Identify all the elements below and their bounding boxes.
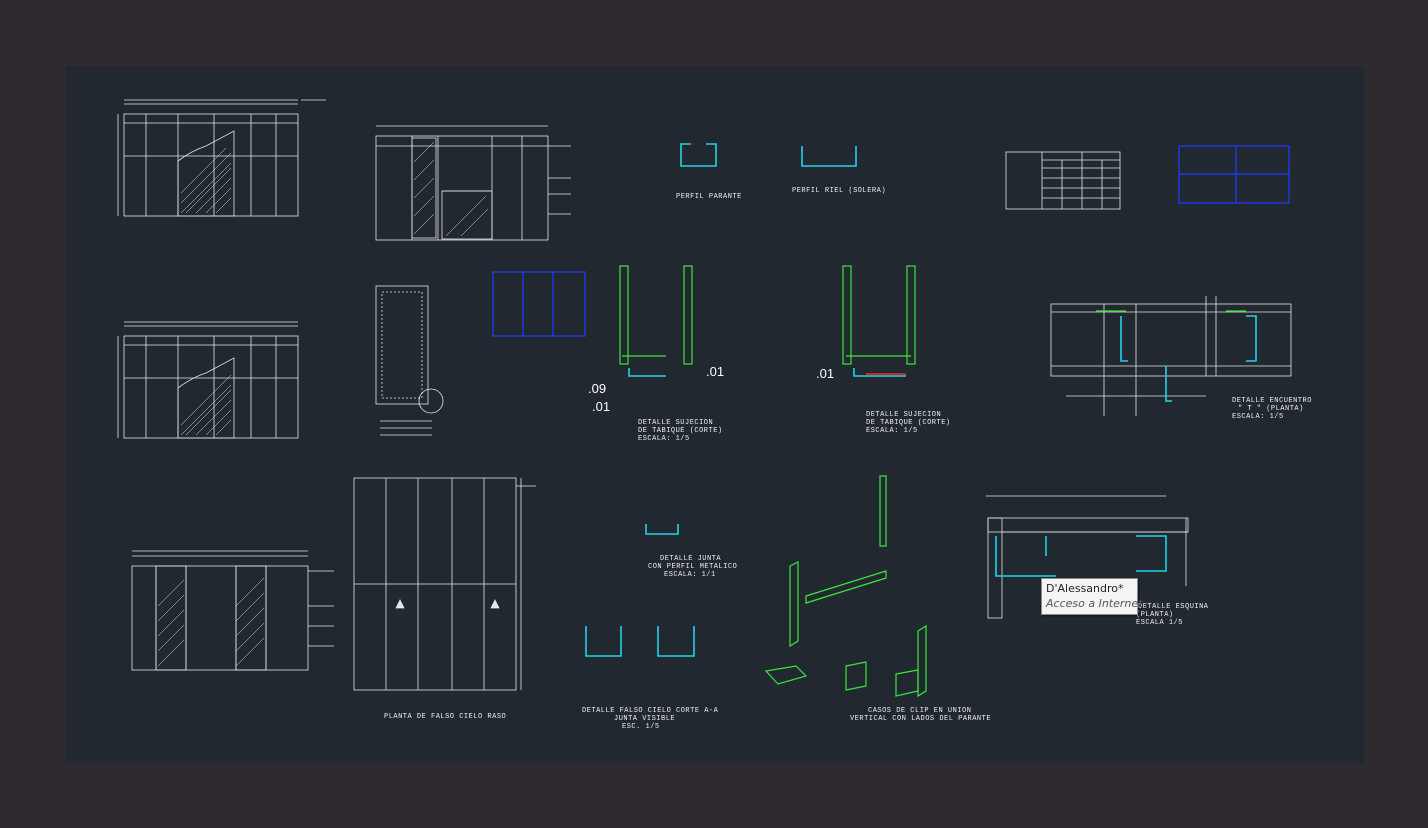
dim-01b: .01 [706,364,724,379]
perfil-riel-label: PERFIL RIEL (SOLERA) [792,187,886,195]
blue-elements [492,145,1290,337]
encuentro-title-1: DETALLE ENCUENTRO [1232,397,1312,405]
junta-title-3: ESCALA: 1/1 [664,571,716,579]
clip-title-2: VERTICAL CON LADOS DEL PARANTE [850,715,991,723]
esquina-title-3: ESCALA 1/5 [1136,619,1183,627]
encuentro-title-2: " T " (PLANTA) [1238,405,1304,413]
dim-01c: .01 [816,366,834,381]
dim-01a: .01 [592,399,610,414]
corner-plan [986,495,1189,619]
esquina-title-2: (PLANTA) [1136,611,1174,619]
spec-table [1005,151,1121,210]
ceiling-plan [353,477,536,691]
dim-09: .09 [588,381,606,396]
sujecion-b-title-3: ESCALA: 1/5 [866,427,918,435]
tooltip-subtitle: Acceso a Internet [1046,597,1143,610]
elevation-1 [117,99,326,217]
cad-model-space[interactable]: PERFIL PARANTE PERFIL RIEL (SOLERA) DETA… [66,66,1364,763]
sujecion-a-title-1: DETALLE SUJECION [638,419,713,427]
tooltip-name: D'Alessandro* [1046,582,1124,595]
junta-title-2: CON PERFIL METALICO [648,563,737,571]
perfil-parante-label: PERFIL PARANTE [676,193,742,201]
green-parts [619,265,1246,698]
elevation-2 [117,321,299,439]
sujecion-a-title-3: ESCALA: 1/5 [638,435,690,443]
cyan-profiles [585,143,1257,657]
falso-corte-title-1: DETALLE FALSO CIELO CORTE A-A [582,707,719,715]
encuentro-title-3: ESCALA: 1/5 [1232,413,1284,421]
falso-corte-title-3: ESC. 1/5 [622,723,660,731]
clip-title-1: CASOS DE CLIP EN UNION [868,707,971,715]
tooltip: D'Alessandro* Acceso a Internet [1041,578,1143,615]
planta-falso-title: PLANTA DE FALSO CIELO RASO [384,713,506,721]
esquina-title-1: DETALLE ESQUINA [1138,603,1209,611]
junta-title-1: DETALLE JUNTA [660,555,721,563]
cad-drawing: PERFIL PARANTE PERFIL RIEL (SOLERA) DETA… [117,99,1312,731]
falso-corte-title-2: JUNTA VISIBLE [614,715,675,723]
sujecion-b-title-1: DETALLE SUJECION [866,411,941,419]
sujecion-a-title-2: DE TABIQUE (CORTE) [638,427,723,435]
elevation-4 [375,125,571,241]
t-junction-plan [1050,296,1292,416]
sujecion-b-title-2: DE TABIQUE (CORTE) [866,419,951,427]
panel-detail [375,285,444,436]
elevation-3 [131,550,334,671]
